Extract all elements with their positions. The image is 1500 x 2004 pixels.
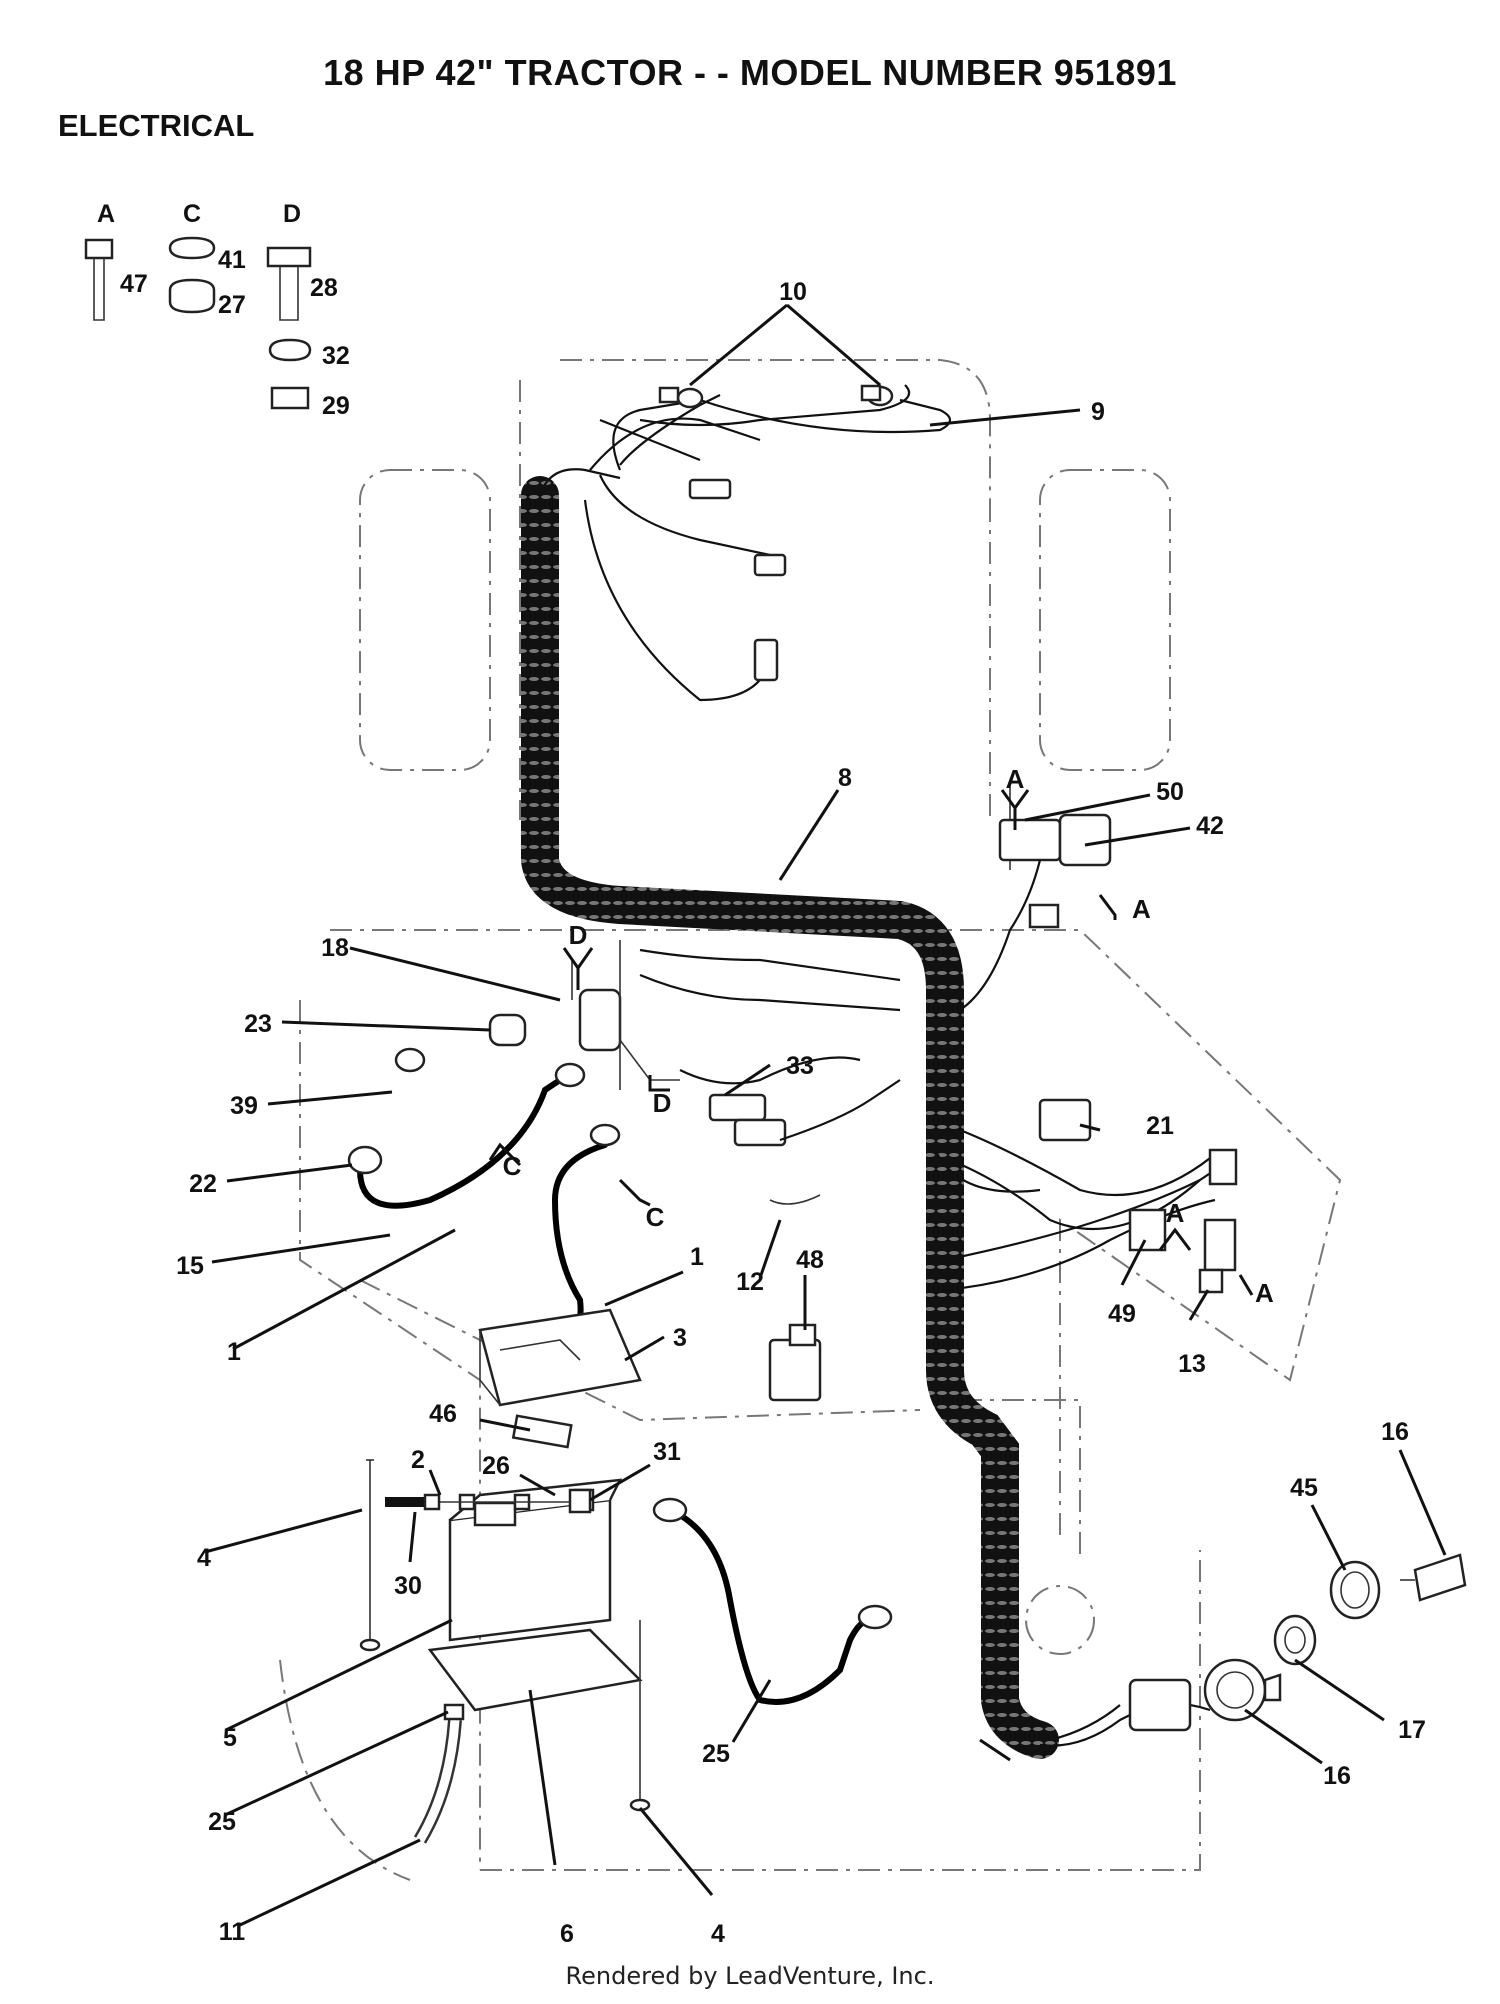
- ref-marker-a: A: [1255, 1278, 1274, 1308]
- callout-6: 6: [560, 1920, 574, 1948]
- ref-letter-c: C: [183, 200, 201, 228]
- callout-28: 28: [310, 274, 338, 302]
- footer-credit: Rendered by LeadVenture, Inc.: [565, 1962, 935, 1990]
- diagram-reference-markers: A A A A D D C C: [488, 764, 1274, 1308]
- callout-39: 39: [230, 1092, 258, 1120]
- ref-marker-c: C: [646, 1202, 665, 1232]
- callout-3: 3: [673, 1324, 687, 1352]
- page-title: 18 HP 42" TRACTOR - - MODEL NUMBER 95189…: [323, 52, 1177, 93]
- fuel-line: [413, 1703, 465, 1844]
- callout-25: 25: [208, 1808, 236, 1836]
- callout-1: 1: [227, 1338, 241, 1366]
- rear-harness-branch: [934, 1098, 1238, 1294]
- main-wire-harness: [521, 417, 1059, 1759]
- headlight-harness: [612, 384, 952, 471]
- callout-9: 10: [779, 278, 807, 306]
- callout-21: 22: [189, 1170, 217, 1198]
- callout-13: 15: [176, 1252, 204, 1280]
- hardware-legend: [84, 236, 312, 410]
- callout-29: 29: [322, 392, 350, 420]
- callout-45: 45: [1290, 1474, 1318, 1502]
- callout-23: 25: [702, 1740, 730, 1768]
- callout-7: 8: [838, 764, 852, 792]
- callout-41: 41: [218, 246, 246, 274]
- callout-32: 32: [322, 342, 350, 370]
- ref-letter-a: A: [97, 200, 115, 228]
- callout-10: 11: [219, 1918, 246, 1946]
- ref-marker-c: C: [503, 1151, 522, 1181]
- callout-labels: 10 9 8 50 42 18 23 39 22 33 15 1 1 3 12 …: [176, 278, 1426, 1948]
- ref-marker-d: D: [653, 1088, 672, 1118]
- callout-4: 4: [711, 1920, 725, 1948]
- callout-12: 13: [1178, 1350, 1206, 1378]
- callout-15: 17: [1398, 1716, 1426, 1744]
- mounting-hardware: [359, 1459, 651, 1812]
- callout-16: 16: [1381, 1418, 1409, 1446]
- callout-26: 26: [482, 1452, 510, 1480]
- solenoid-assembly: [488, 940, 901, 1402]
- callout-1: 1: [690, 1243, 704, 1271]
- switch-assembly: [959, 780, 1112, 1011]
- ref-marker-a: A: [1006, 764, 1025, 794]
- callout-48: 46: [429, 1400, 457, 1428]
- ref-marker-a: A: [1166, 1198, 1185, 1228]
- callout-2: 2: [411, 1446, 425, 1474]
- callout-46: 48: [796, 1246, 824, 1274]
- callout-8: 9: [1091, 398, 1105, 426]
- ref-marker-d: D: [569, 920, 588, 950]
- battery-assembly: [427, 1308, 643, 1712]
- callout-17: 18: [321, 934, 349, 962]
- hardware-legend-labels: A C D 47 41 27 28 32 29: [97, 200, 350, 420]
- callout-50: 50: [1156, 778, 1184, 806]
- callout-27: 27: [218, 291, 246, 319]
- callout-31: 31: [653, 1438, 681, 1466]
- callout-11: 12: [736, 1268, 764, 1296]
- callout-30: 30: [394, 1572, 422, 1600]
- tractor-outline: [279, 359, 1342, 1881]
- section-heading: ELECTRICAL: [58, 108, 255, 143]
- leader-lines: [204, 303, 1447, 1927]
- ref-letter-d: D: [283, 200, 301, 228]
- ref-marker-a: A: [1132, 894, 1151, 924]
- callout-5: 5: [223, 1724, 237, 1752]
- callout-47: 47: [120, 270, 148, 298]
- callout-49: 49: [1108, 1300, 1136, 1328]
- callout-22: 23: [244, 1010, 272, 1038]
- callout-42: 42: [1196, 812, 1224, 840]
- callout-4: 4: [197, 1544, 211, 1572]
- callout-18: 21: [1146, 1112, 1174, 1140]
- callout-14: 16: [1323, 1762, 1351, 1790]
- ignition-switch-group: [1039, 1553, 1467, 1747]
- callout-33: 33: [786, 1052, 814, 1080]
